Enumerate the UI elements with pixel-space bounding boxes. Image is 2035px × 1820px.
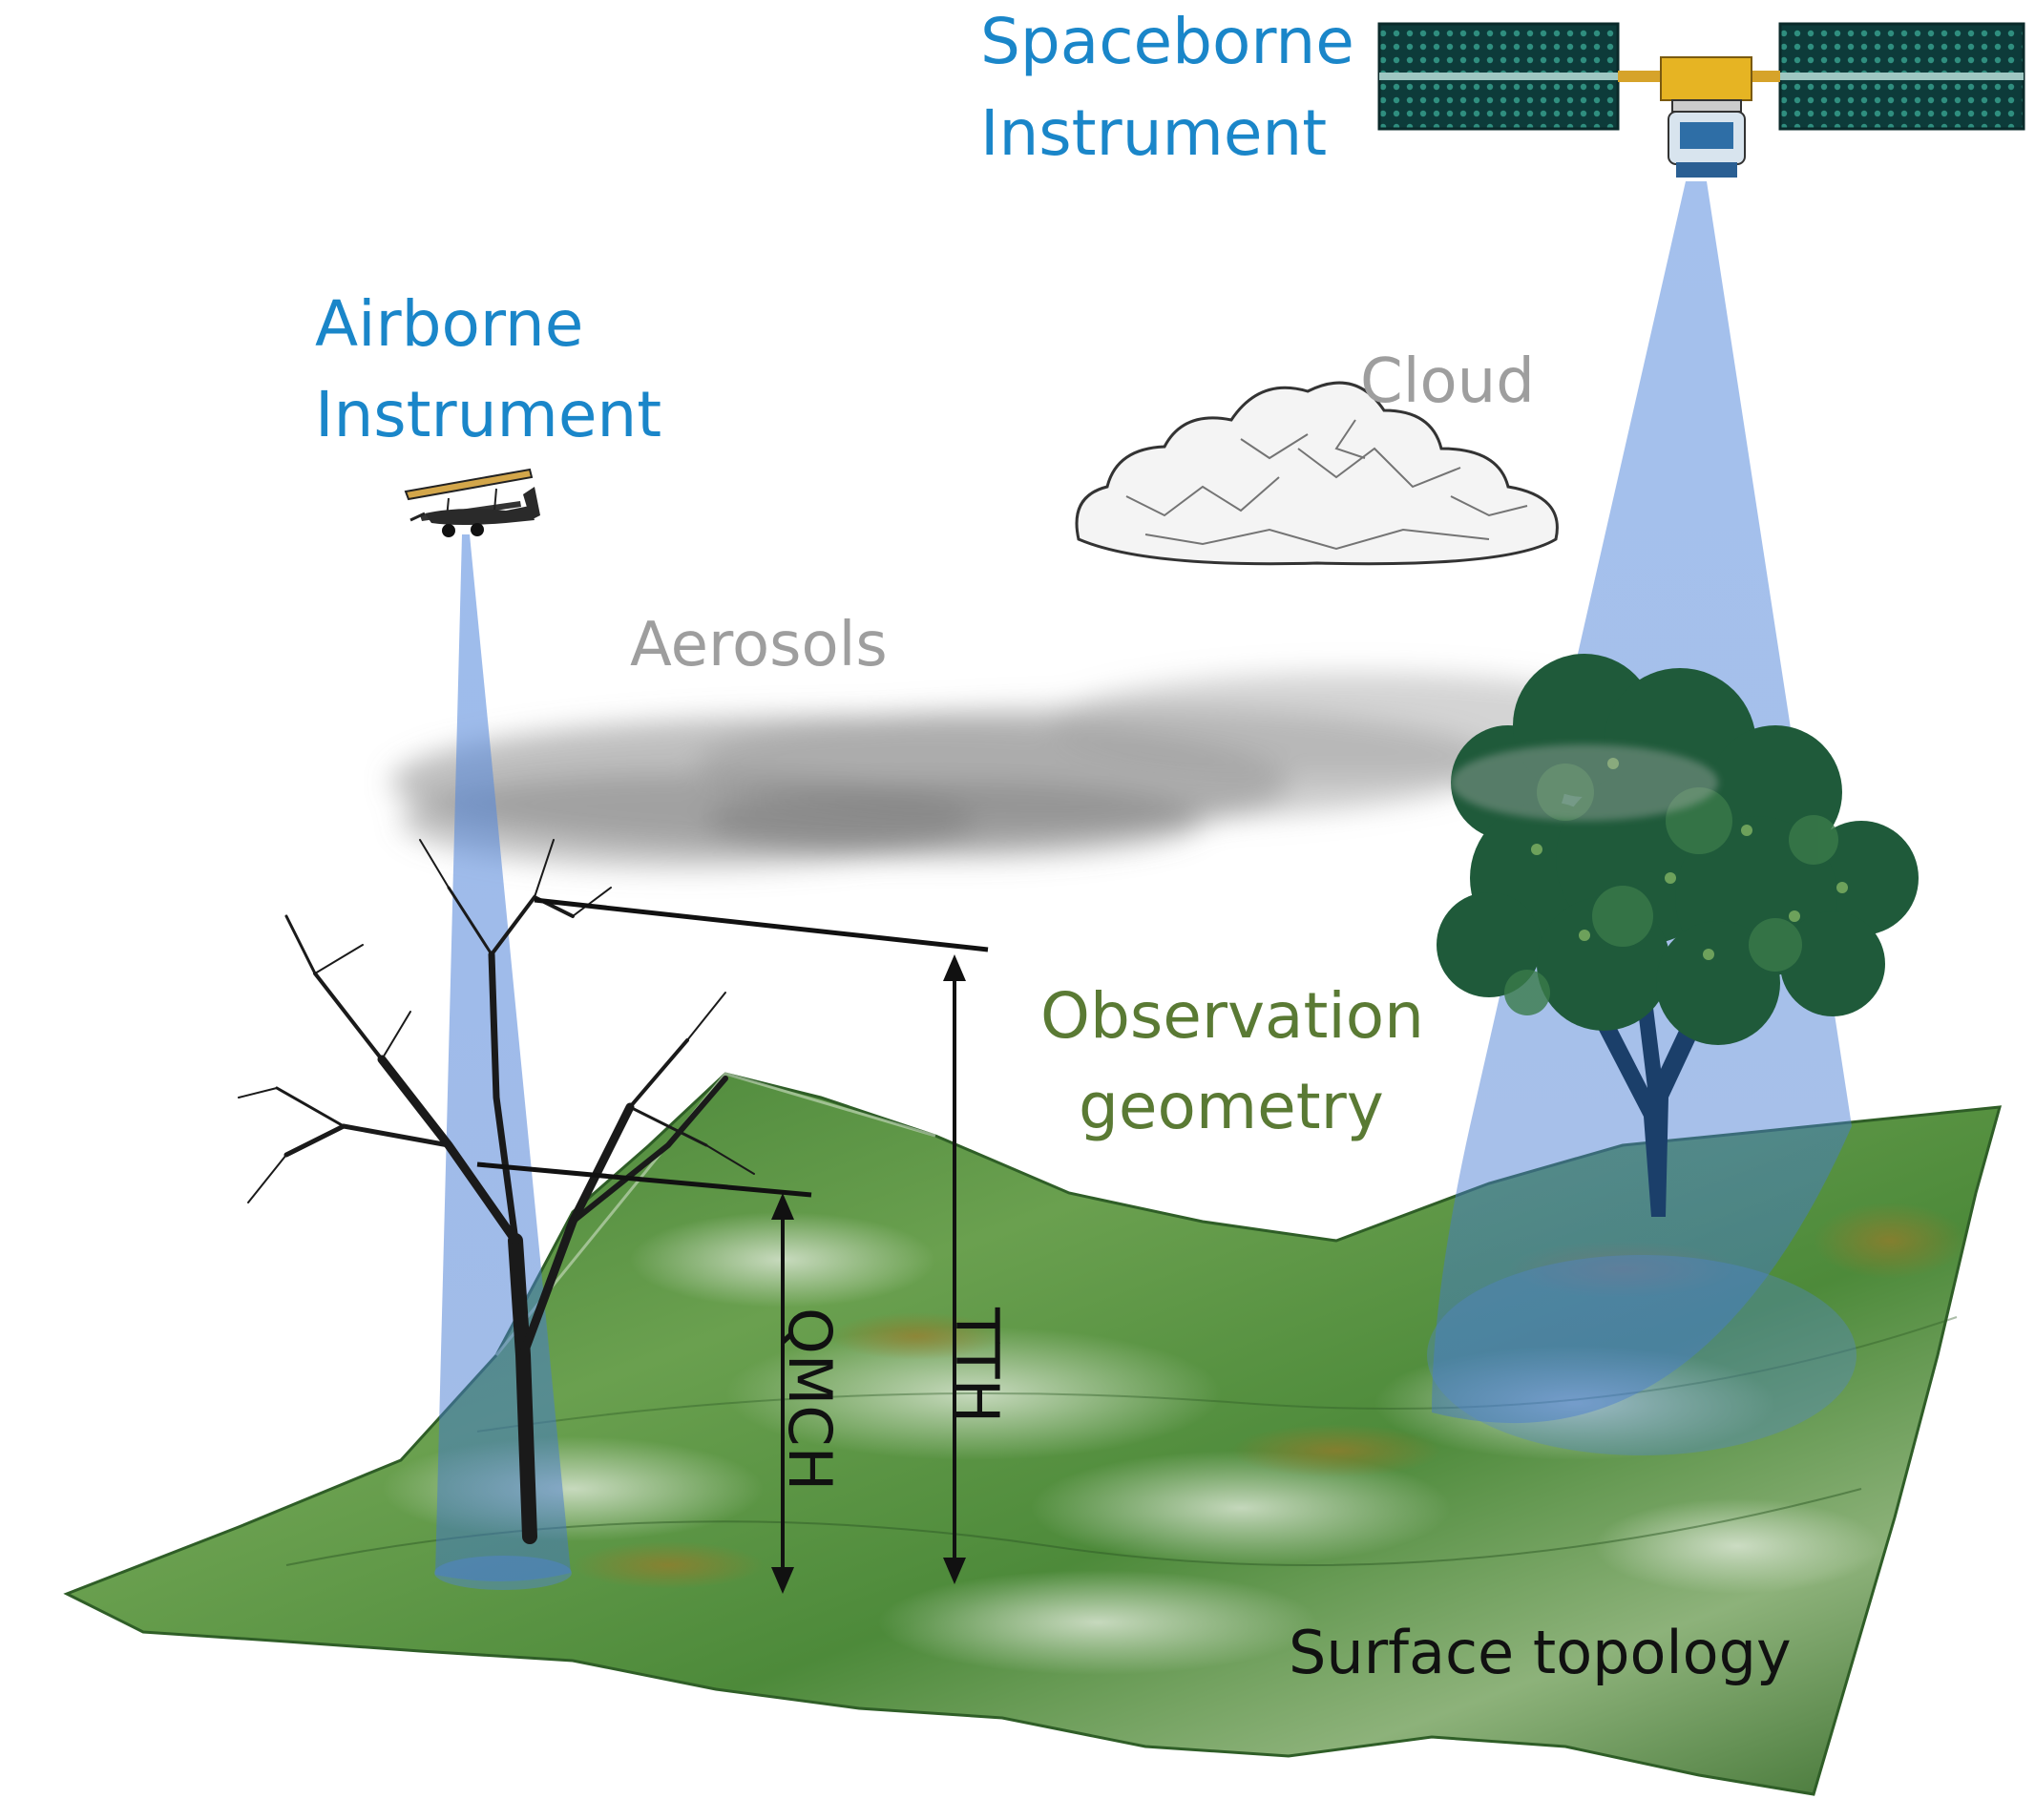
airborne-beam xyxy=(434,534,572,1590)
cloud-label: Cloud xyxy=(1360,346,1535,417)
airborne-label-line1: Airborne xyxy=(315,287,584,361)
satellite-icon xyxy=(1377,22,2025,178)
qmch-top-line xyxy=(476,1161,812,1198)
surface-topology-label: Surface topology xyxy=(1289,1618,1792,1687)
observation-geometry-label-line2: geometry xyxy=(1079,1070,1384,1143)
height-markers xyxy=(476,897,989,1594)
cloud-icon xyxy=(1075,381,1559,566)
airplane-icon xyxy=(404,468,540,537)
qmch-arrow-top xyxy=(771,1193,794,1220)
spaceborne-label-line2: Instrument xyxy=(980,96,1328,170)
tth-label: TTH xyxy=(942,1307,1012,1424)
tth-arrow-bottom xyxy=(943,1558,966,1584)
tth-arrow-top xyxy=(943,954,966,981)
qmch-label: QMCH xyxy=(775,1307,845,1492)
airborne-label-line2: Instrument xyxy=(315,378,662,451)
bare-tree-icon xyxy=(238,839,755,1544)
tth-top-line xyxy=(534,897,989,952)
aerosols-label: Aerosols xyxy=(630,610,888,680)
aerosols-haze xyxy=(391,673,1661,868)
qmch-arrow-bottom xyxy=(771,1567,794,1594)
observation-geometry-label-line1: Observation xyxy=(1040,979,1424,1053)
spaceborne-label-line1: Spaceborne xyxy=(980,5,1354,78)
